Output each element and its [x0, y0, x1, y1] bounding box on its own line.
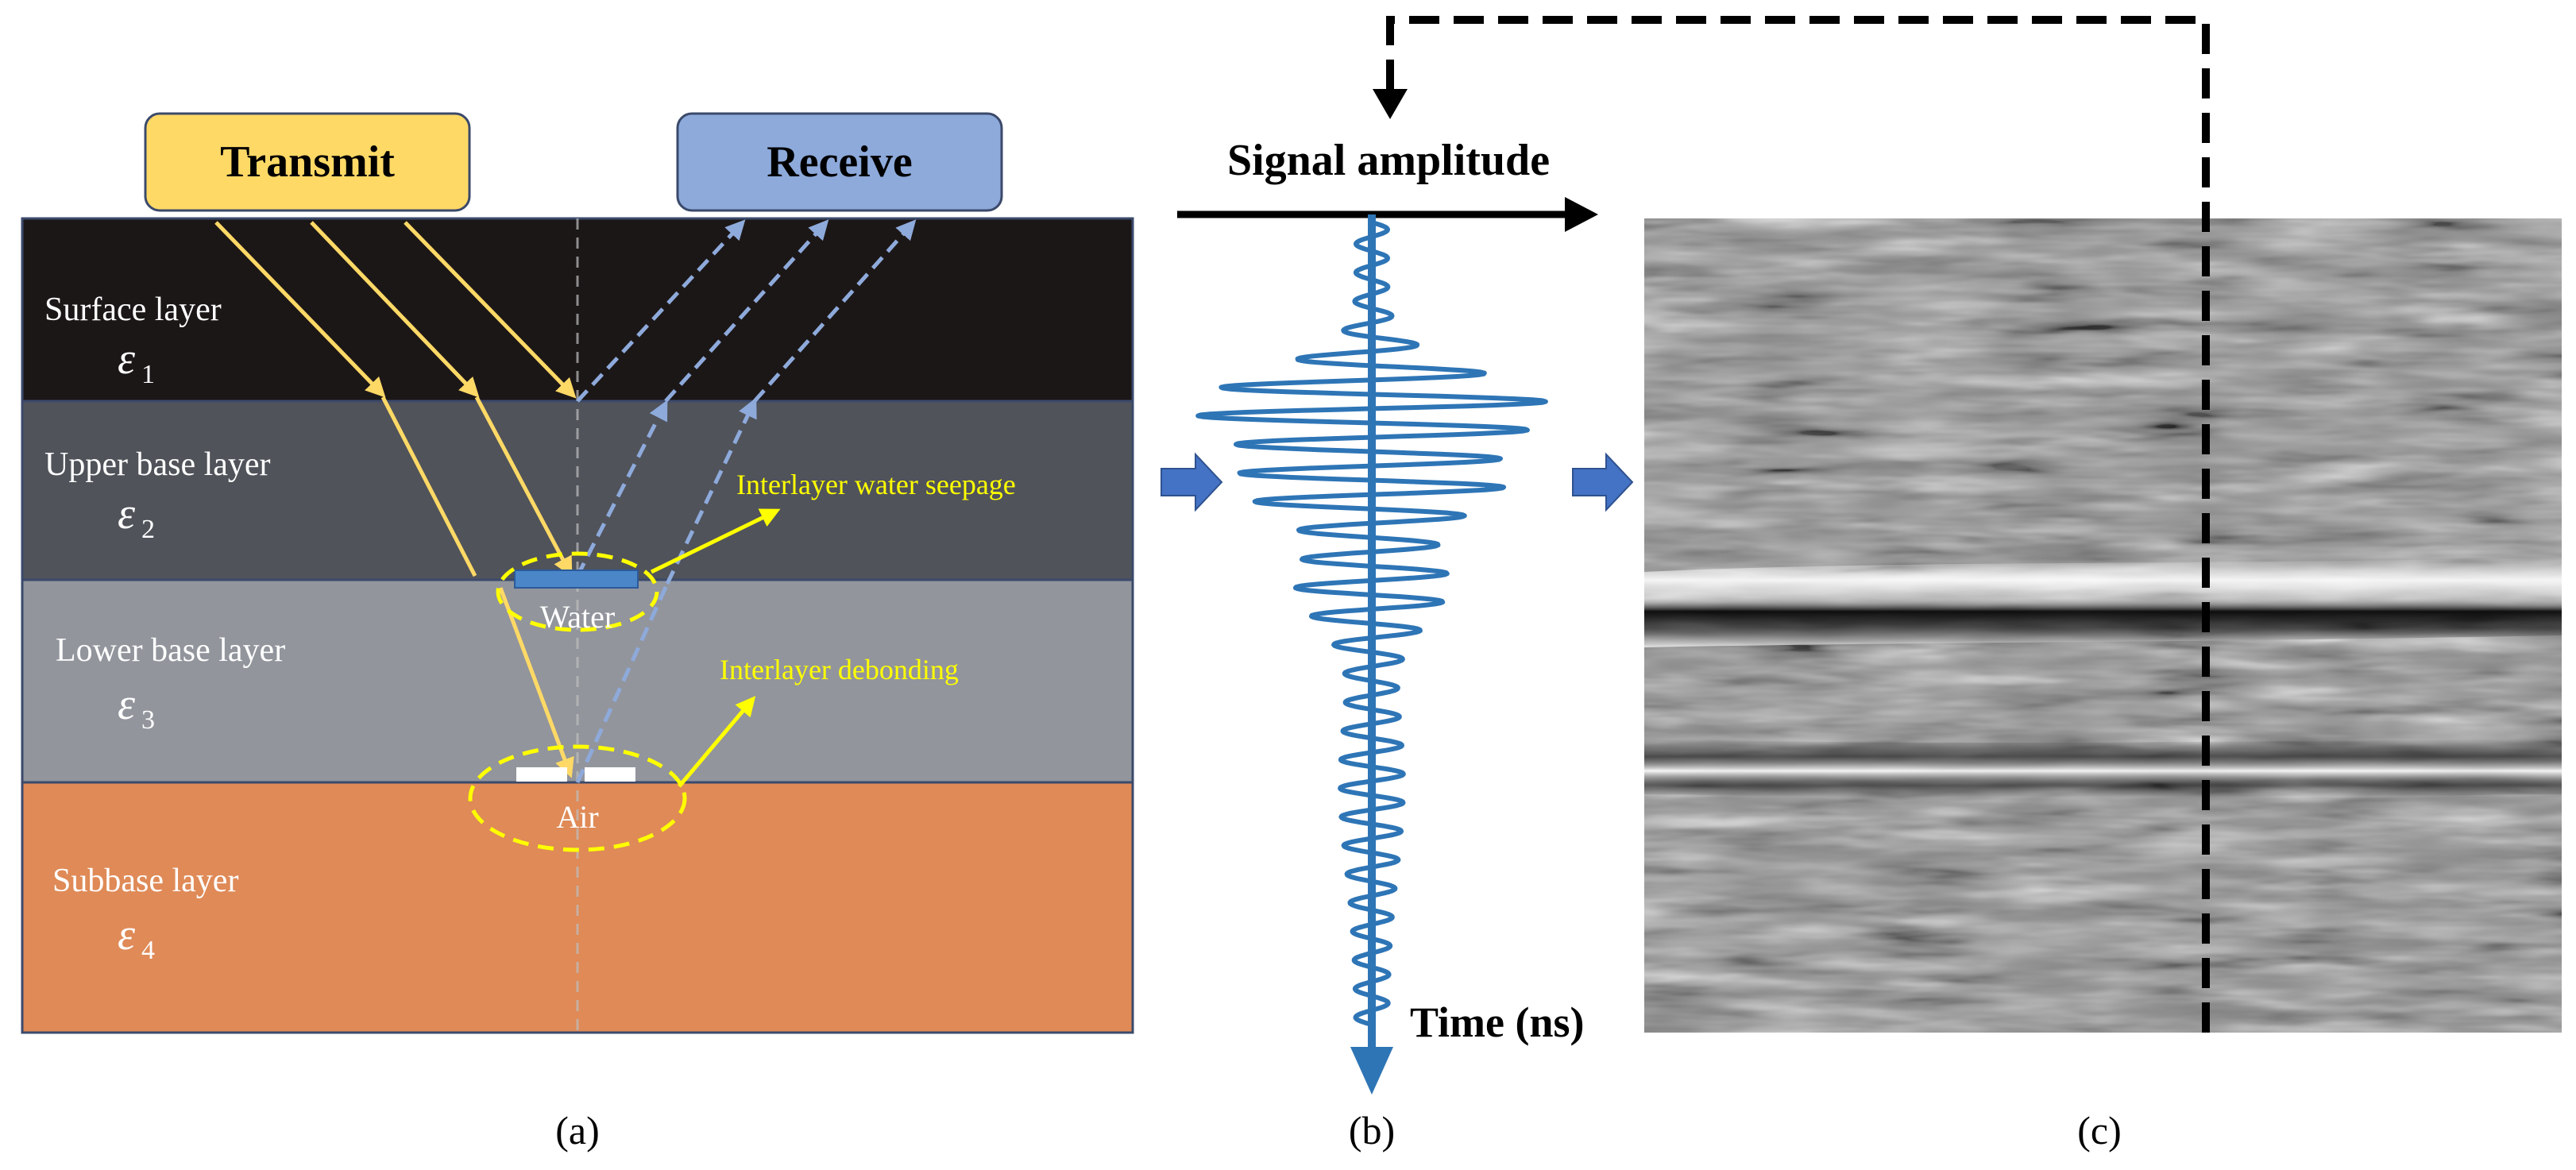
- layer-2-subscript: 2: [141, 515, 155, 544]
- water-label: Water: [540, 599, 616, 635]
- receive-label: Receive: [767, 137, 912, 187]
- flow-arrow-a-to-b: [1161, 452, 1223, 512]
- receive-ray-2a: [575, 400, 668, 577]
- caption-c: (c): [2077, 1108, 2122, 1153]
- panel-c: (c): [1373, 16, 2562, 1153]
- surface-layer: [21, 217, 1134, 403]
- layer-2-permittivity: ε 2: [118, 489, 155, 544]
- layer-3-name: Lower base layer: [56, 632, 285, 669]
- debonding-callout-arrow: [678, 696, 756, 788]
- seepage-callout-arrow: [650, 508, 781, 574]
- layer-1-name: Surface layer: [44, 292, 222, 328]
- layer-4-subscript: 4: [141, 936, 155, 965]
- layer-4-permittivity: ε 4: [118, 910, 155, 965]
- receive-rays: [575, 219, 917, 784]
- air-ellipse: [468, 744, 687, 852]
- time-axis-arrowhead: [1350, 1047, 1393, 1095]
- layer-2-name: Upper base layer: [44, 446, 271, 483]
- flow-arrow-b-to-c: [1572, 452, 1634, 512]
- receive-box: [676, 112, 1003, 212]
- layer-1-subscript: 1: [141, 360, 155, 389]
- layer-2-symbol: ε: [118, 489, 136, 539]
- layer-1-permittivity: ε 1: [118, 334, 155, 389]
- transmit-ray-2a: [310, 221, 480, 398]
- receive-ray-3a: [575, 582, 670, 784]
- amplitude-axis-arrowhead: [1565, 197, 1598, 232]
- water-ellipse: [496, 551, 659, 632]
- transmit-box: [144, 112, 471, 212]
- seepage-callout-label: Interlayer water seepage: [736, 469, 1016, 500]
- transmit-ray-1a: [214, 221, 386, 398]
- receive-ray-3b: [665, 397, 757, 585]
- transmit-ray-3: [404, 221, 577, 399]
- air-defect-left: [516, 767, 567, 782]
- panel-b: Signal amplitude Time (ns) (b): [1177, 136, 1598, 1153]
- panel-a: Transmit Receive: [21, 112, 1134, 1153]
- receive-ray-2b: [664, 219, 829, 403]
- water-defect: [514, 570, 639, 589]
- signal-waveform: [1195, 220, 1548, 1027]
- air-defect-right: [585, 767, 635, 782]
- layer-3-permittivity: ε 3: [118, 680, 155, 735]
- debonding-callout-label: Interlayer debonding: [720, 654, 959, 685]
- layer-1-symbol: ε: [118, 334, 136, 384]
- layer-4-symbol: ε: [118, 910, 136, 960]
- receive-ray-1: [576, 219, 746, 403]
- time-label: Time (ns): [1410, 998, 1585, 1046]
- loop-arrowhead: [1373, 89, 1408, 119]
- transmit-label: Transmit: [220, 137, 395, 187]
- loop-dashed-line: [1386, 16, 2210, 1033]
- transmit-rays: [214, 221, 577, 778]
- layer-3-subscript: 3: [141, 705, 155, 735]
- receive-ray-3c: [753, 219, 917, 403]
- air-label: Air: [556, 799, 598, 835]
- transmit-ray-1b: [380, 396, 477, 577]
- caption-a: (a): [555, 1108, 600, 1153]
- transmit-ray-2b: [474, 396, 573, 577]
- transmit-ray-1c: [498, 587, 574, 778]
- caption-b: (b): [1349, 1108, 1395, 1153]
- amplitude-label: Signal amplitude: [1227, 136, 1550, 185]
- gpr-radargram: [1644, 218, 2562, 1033]
- layer-3-symbol: ε: [118, 680, 136, 729]
- layer-4-name: Subbase layer: [52, 863, 238, 899]
